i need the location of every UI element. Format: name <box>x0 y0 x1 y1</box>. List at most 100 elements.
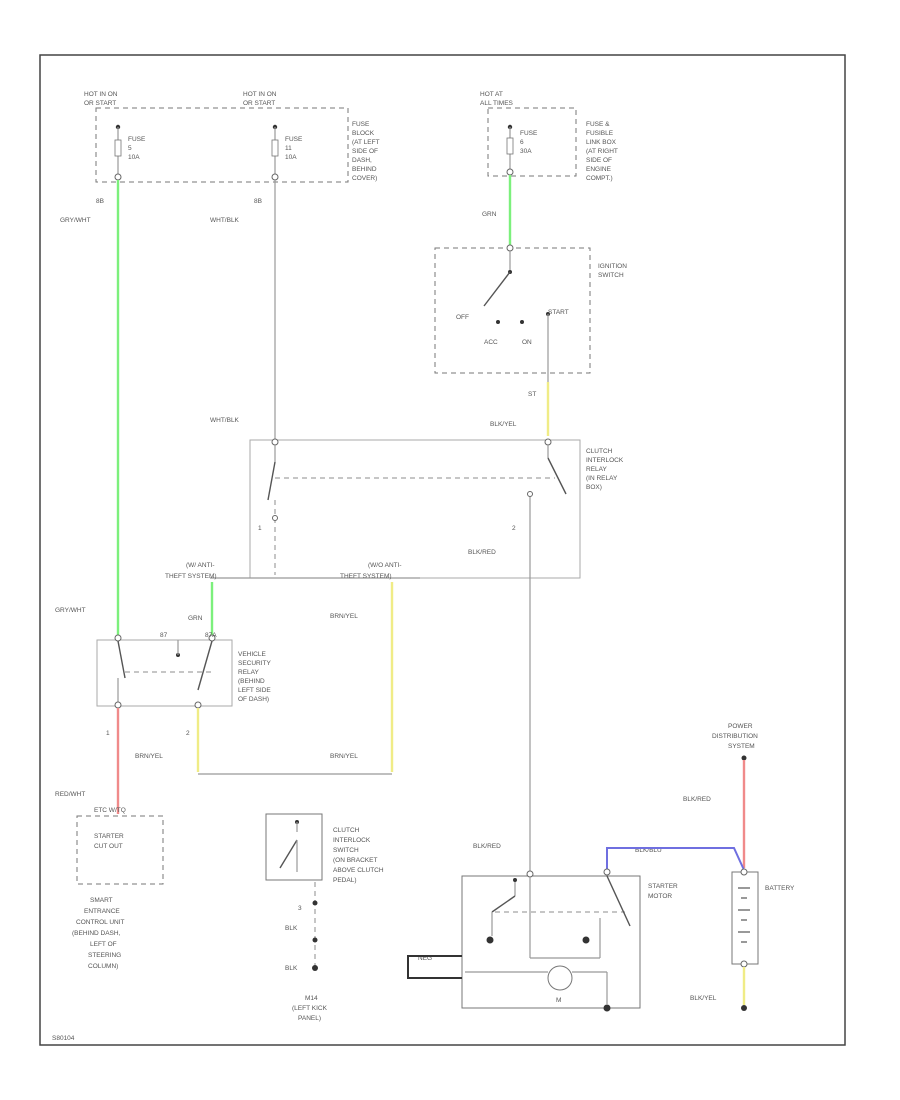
sec-relay-pin-b: 87A <box>205 632 217 639</box>
svg-text:OF DASH): OF DASH) <box>238 696 269 703</box>
blk-red-relay: BLK/RED <box>468 549 496 556</box>
svg-text:INTERLOCK: INTERLOCK <box>586 457 624 464</box>
starter-label: STARTER MOTOR <box>648 883 678 900</box>
fuse-left: HOT IN ON OR START FUSE 5 10A <box>84 91 146 181</box>
clutch-pin-3: 3 <box>298 905 302 912</box>
ignition-switch: OFF START ACC ON IGNITION SWITCH <box>434 244 627 382</box>
theft-without: (W/O ANTI- <box>368 562 402 569</box>
fuse-mid-hot2: OR START <box>243 100 275 107</box>
fuse-left-num: 5 <box>128 145 132 152</box>
svg-text:SECURITY: SECURITY <box>238 660 272 667</box>
starter-neg: NEG <box>418 955 432 962</box>
wire-blk-blu <box>606 847 745 871</box>
fuse-mid-hot: HOT IN ON <box>243 91 277 98</box>
wht-blk-mid: WHT/BLK <box>210 417 240 424</box>
ignition-off: OFF <box>456 314 469 321</box>
svg-text:SYSTEM: SYSTEM <box>728 743 755 750</box>
brn-yel-bottom-left: BRN/YEL <box>135 753 163 760</box>
wht-blk-label: WHT/BLK <box>210 217 240 224</box>
theft-with2: THEFT SYSTEM) <box>165 573 217 580</box>
svg-text:FUSE: FUSE <box>352 121 370 128</box>
red-wht-label: RED/WHT <box>55 791 85 798</box>
fuse-right-label: FUSE <box>520 130 538 137</box>
fuse-right-hot2: ALL TIMES <box>480 100 514 107</box>
svg-text:(ON BRACKET: (ON BRACKET <box>333 857 377 864</box>
gry-wht-label: GRY/WHT <box>60 217 91 224</box>
svg-text:SIDE OF: SIDE OF <box>352 148 378 155</box>
starter-cut-out: ETC W/TQ STARTER CUT OUT <box>76 807 164 885</box>
blk-1: BLK <box>285 925 298 932</box>
svg-text:STEERING: STEERING <box>88 952 121 959</box>
ground-label: M14 (LEFT KICK PANEL) <box>292 995 328 1022</box>
svg-text:BOX): BOX) <box>586 484 602 491</box>
blk-yel-batt-label: BLK/YEL <box>690 995 717 1002</box>
svg-text:LEFT OF: LEFT OF <box>90 941 117 948</box>
fuse-left-hot2: OR START <box>84 100 116 107</box>
diagram-frame <box>39 54 846 1046</box>
svg-text:RELAY: RELAY <box>586 466 607 473</box>
svg-text:BEHIND: BEHIND <box>352 166 377 173</box>
svg-text:CLUTCH: CLUTCH <box>333 827 360 834</box>
fusible-link-label: FUSE & FUSIBLE LINK BOX (AT RIGHT SIDE O… <box>586 121 618 182</box>
relay-pin-1: 1 <box>258 525 262 532</box>
svg-text:CONTROL UNIT: CONTROL UNIT <box>76 919 125 926</box>
fuse-mid-label: FUSE <box>285 136 303 143</box>
fuse-mid-num: 11 <box>285 145 292 152</box>
grn-relay-label: GRN <box>188 615 203 622</box>
fuse-right-num: 6 <box>520 139 524 146</box>
svg-text:SIDE OF: SIDE OF <box>586 157 612 164</box>
svg-text:CLUTCH: CLUTCH <box>586 448 613 455</box>
svg-text:(IN RELAY: (IN RELAY <box>586 475 618 482</box>
svg-text:STARTER: STARTER <box>648 883 678 890</box>
ignition-on: ON <box>522 339 532 346</box>
fuse-right-amp: 30A <box>520 148 532 155</box>
svg-text:LEFT SIDE: LEFT SIDE <box>238 687 271 694</box>
svg-text:FUSE &: FUSE & <box>586 121 610 128</box>
clutch-relay-label: CLUTCH INTERLOCK RELAY (IN RELAY BOX) <box>586 448 624 491</box>
svg-text:RELAY: RELAY <box>238 669 259 676</box>
ignition-start: START <box>548 309 569 316</box>
svg-text:SWITCH: SWITCH <box>333 847 359 854</box>
svg-text:FUSIBLE: FUSIBLE <box>586 130 614 137</box>
brn-yel-right: BRN/YEL <box>330 613 358 620</box>
svg-text:SMART: SMART <box>90 897 113 904</box>
starter-motor: M NEG <box>407 868 641 1012</box>
grn-label: GRN <box>482 211 497 218</box>
ignition-title: IGNITION <box>598 263 627 270</box>
svg-text:ENTRANCE: ENTRANCE <box>84 908 120 915</box>
sec-pin-2: 2 <box>186 730 190 737</box>
battery-label: BATTERY <box>765 885 795 892</box>
svg-text:SWITCH: SWITCH <box>598 272 624 279</box>
smart-entrance-label: SMART ENTRANCE CONTROL UNIT (BEHIND DASH… <box>72 897 125 970</box>
blk-blu-label: BLK/BLU <box>635 847 662 854</box>
svg-text:COMPT.): COMPT.) <box>586 175 613 182</box>
wht-blk-top-pin: 8B <box>254 198 262 205</box>
st-pin: ST <box>528 391 536 398</box>
svg-text:DISTRIBUTION: DISTRIBUTION <box>712 733 758 740</box>
svg-text:(BEHIND DASH,: (BEHIND DASH, <box>72 930 121 937</box>
vehicle-security-relay: 87 87A <box>96 632 233 709</box>
power-distribution-label: POWER DISTRIBUTION SYSTEM <box>712 723 758 750</box>
gry-wht-lower: GRY/WHT <box>55 607 86 614</box>
footer-code: S80104 <box>52 1035 75 1042</box>
ignition-acc: ACC <box>484 339 498 346</box>
starter-m: M <box>556 997 561 1004</box>
sec-pin-1: 1 <box>106 730 110 737</box>
svg-text:MOTOR: MOTOR <box>648 893 672 900</box>
blk-2: BLK <box>285 965 298 972</box>
sec-relay-pin-a: 87 <box>160 632 168 639</box>
theft-with: (W/ ANTI- <box>186 562 215 569</box>
fuse-right: HOT AT ALL TIMES FUSE 6 30A <box>480 91 538 176</box>
security-relay-label: VEHICLE SECURITY RELAY (BEHIND LEFT SIDE… <box>238 651 272 703</box>
fusible-link-box <box>487 107 577 177</box>
relay-pin-2: 2 <box>512 525 516 532</box>
starter-cut-label2: CUT OUT <box>94 843 123 850</box>
fuse-left-amp: 10A <box>128 154 140 161</box>
svg-text:(LEFT KICK: (LEFT KICK <box>292 1005 328 1012</box>
svg-text:INTERLOCK: INTERLOCK <box>333 837 371 844</box>
blk-yel-label: BLK/YEL <box>490 421 517 428</box>
theft-without2: THEFT SYSTEM) <box>340 573 392 580</box>
clutch-interlock-relay <box>249 438 581 579</box>
svg-text:BLOCK: BLOCK <box>352 130 375 137</box>
